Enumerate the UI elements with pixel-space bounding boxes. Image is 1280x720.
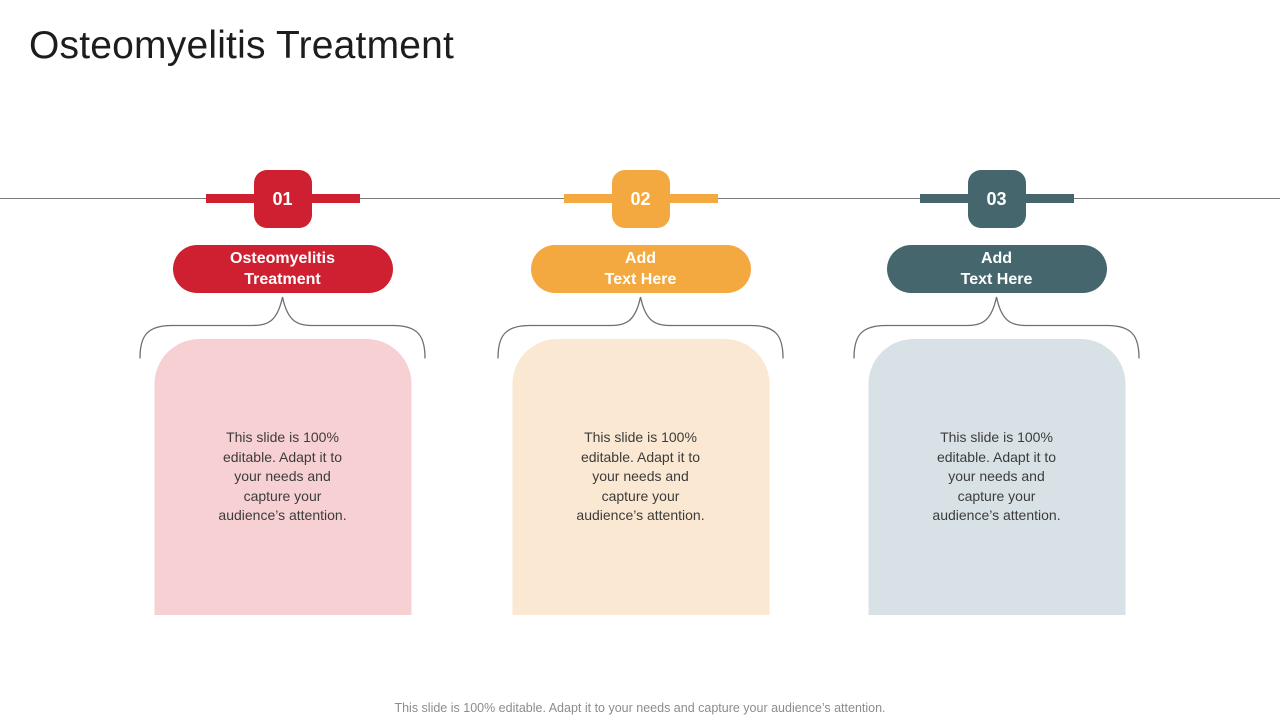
step-number-badge: 01 [253,170,312,228]
step-number: 02 [630,188,651,209]
content-text: This slide is 100% editable. Adapt it to… [932,429,1061,524]
step-label-pill[interactable]: Osteomyelitis Treatment [172,245,393,293]
brace-icon [139,296,426,359]
content-text: This slide is 100% editable. Adapt it to… [218,429,347,524]
column-3: 03 Add Text Here This slide is 100% edit… [852,0,1141,720]
content-box[interactable]: This slide is 100% editable. Adapt it to… [868,339,1125,615]
step-label-line1: Osteomyelitis [230,250,335,267]
step-label-line2: Text Here [960,271,1033,288]
step-number-badge: 02 [611,170,670,228]
step-label-pill[interactable]: Add Text Here [530,245,751,293]
step-label-line1: Add [624,250,657,267]
brace-icon [497,296,784,359]
column-2: 02 Add Text Here This slide is 100% edit… [496,0,785,720]
step-number-badge: 03 [967,170,1026,228]
content-box[interactable]: This slide is 100% editable. Adapt it to… [512,339,769,615]
step-number: 03 [986,188,1007,209]
content-box[interactable]: This slide is 100% editable. Adapt it to… [154,339,411,615]
step-number: 01 [272,188,293,209]
step-label-line2: Text Here [604,271,677,288]
step-label-pill[interactable]: Add Text Here [886,245,1107,293]
column-1: 01 Osteomyelitis Treatment This slide is… [138,0,427,720]
content-text: This slide is 100% editable. Adapt it to… [576,429,705,524]
slide-title: Osteomyelitis Treatment [29,24,455,67]
footer-note: This slide is 100% editable. Adapt it to… [394,701,886,715]
brace-icon [853,296,1140,359]
step-label-line2: Treatment [244,271,321,288]
step-label-line1: Add [980,250,1013,267]
